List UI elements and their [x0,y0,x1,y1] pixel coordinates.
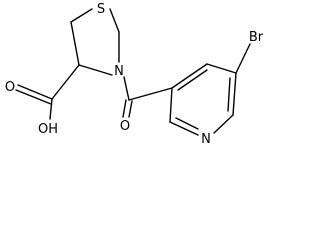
bond-s-ch2a [70,8,93,23]
bromine-label: Br [249,30,264,45]
bond-carbonyl-pyridine [128,87,173,101]
bond-carbonyl-o-a [122,99,127,118]
hydroxyl-label: OH [38,122,58,137]
bond-py-c5-c6-inner [227,77,231,112]
sulfur-label: S [97,2,105,17]
bond-n-c4 [78,64,113,76]
bond-c-oh [49,98,53,120]
carbonyl-oxygen-label: O [120,119,130,134]
structure-canvas: S N N Br O O OH [5,2,264,147]
bond-s-ch2b [109,8,120,33]
bond-py-c4-c5 [206,63,237,74]
bond-c-o-double-a [17,84,53,100]
bond-py-n-c2-inner [175,117,199,130]
bond-py-c2-c3 [169,87,173,123]
bond-c-o-double-b [15,89,52,105]
bond-c5-br [235,43,251,74]
pyridine-nitrogen-label: N [201,132,211,147]
bond-ch2a-c4 [70,21,80,66]
bond-c4-cooh [51,64,80,100]
bond-py-c6-n [213,114,234,134]
bond-n-carbonyl [123,76,130,101]
bond-py-c3-c4 [171,63,208,89]
bond-py-c5-c6 [232,72,237,116]
bond-py-c3-c4-inner [177,69,208,91]
bond-carbonyl-o-b [128,100,133,118]
ring-nitrogen-label: N [114,64,124,79]
acid-carbonyl-oxygen-label: O [5,80,15,95]
molecule-diagram: S N N Br O O OH [5,2,264,147]
bond-py-n-c2 [169,121,199,136]
